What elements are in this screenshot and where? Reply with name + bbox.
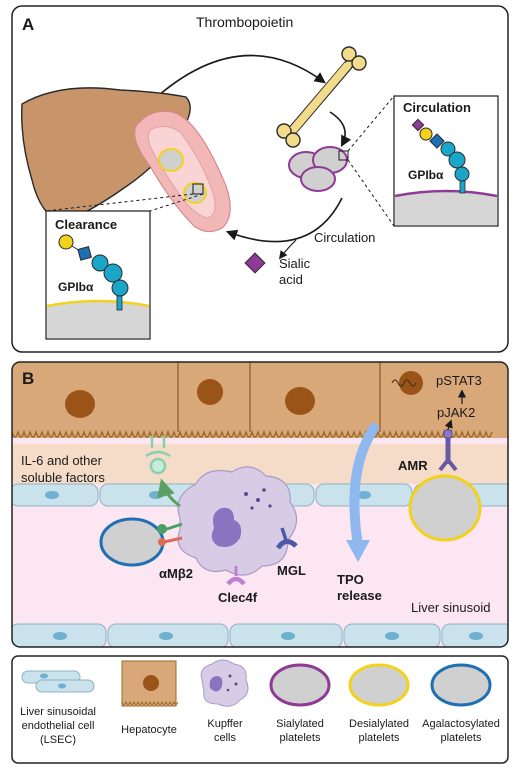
vessel-platelet	[158, 148, 184, 172]
legend-lsec-label: Liver sinusoidal	[20, 706, 96, 718]
lsec-bottom-row	[12, 623, 508, 647]
legend-kupffer-label-2: cells	[214, 732, 237, 744]
amr-receptor-icon	[438, 429, 458, 472]
sialic-acid-label-2: acid	[279, 272, 303, 287]
legend-agalactosylated-icon	[430, 663, 492, 707]
bone-icon	[276, 46, 367, 148]
legend-lsec-label-3: (LSEC)	[40, 734, 76, 746]
legend-desialylated-icon	[348, 663, 410, 707]
hepatocyte-layer	[12, 362, 508, 438]
arrow-bone-to-platelets	[329, 111, 352, 147]
galactose-icon	[419, 127, 433, 141]
desialylated-platelet	[408, 474, 482, 542]
clearance-receptor: GPIbα	[58, 280, 94, 294]
panel-b-label: B	[22, 369, 34, 388]
zoom-square-clearance	[192, 183, 204, 195]
kupffer-cell	[177, 466, 298, 576]
il6-label-2: soluble factors	[21, 470, 105, 485]
kupffer-nucleus	[211, 507, 242, 547]
mgl-label: MGL	[277, 563, 306, 578]
clec4f-label: Clec4f	[218, 590, 258, 605]
coiled-dna-icon	[391, 379, 417, 387]
legend-sialylated-label: Sialylated	[276, 718, 324, 730]
legend-desialylated-label: Desialylated	[349, 718, 409, 730]
glcnac-icon	[77, 246, 92, 261]
agalactosylated-platelet	[99, 517, 165, 567]
sialylated-platelet	[300, 166, 336, 192]
legend-sialylated-label-2: platelets	[280, 732, 321, 744]
tpo-release-label-2: release	[337, 588, 382, 603]
mgl-receptor-icon	[275, 527, 298, 550]
hepatocyte-nucleus	[197, 379, 223, 405]
tpo-release-arrow	[349, 423, 379, 550]
glcnac-icon	[429, 133, 445, 149]
panel-a-label: A	[22, 15, 34, 34]
pjak2-label: pJAK2	[437, 405, 475, 420]
galactose-icon	[58, 234, 74, 250]
hepatocyte-nucleus	[65, 390, 95, 418]
circulation-inset: Circulation GPIbα	[393, 95, 499, 227]
tpo-release-label: TPO	[337, 572, 364, 587]
circulation-receptor: GPIbα	[408, 168, 444, 182]
amb2-label: αMβ2	[159, 566, 193, 581]
legend-hepatocyte-label: Hepatocyte	[121, 724, 177, 736]
arrow-liver-to-bone	[149, 54, 326, 104]
arrow-platelets-to-liver	[225, 197, 343, 243]
sialic-acid-label: Sialic	[279, 256, 311, 271]
arrow-sialic-release	[278, 239, 297, 260]
clec4f-receptor-icon	[226, 566, 246, 586]
legend-kupffer-label: Kupffer	[207, 718, 243, 730]
zoom-square-circulation	[338, 150, 349, 161]
il6-receptor-icon	[145, 436, 171, 475]
secretion-arrow	[157, 478, 181, 508]
liver-sinusoid-label: Liver sinusoid	[411, 600, 491, 615]
circulation-title: Circulation	[403, 100, 471, 115]
legend-agalactosylated-label: Agalactosylated	[422, 718, 500, 730]
legend-agalactosylated-label-2: platelets	[441, 732, 482, 744]
circulation-label: Circulation	[314, 230, 375, 245]
panel-b-frame	[11, 361, 509, 648]
thrombopoietin-label: Thrombopoietin	[196, 14, 293, 30]
pstat3-label: pSTAT3	[436, 373, 482, 388]
microvilli	[12, 429, 493, 438]
clearance-inset: Clearance GPIbα	[45, 210, 151, 340]
legend-sialylated-icon	[269, 663, 331, 707]
amb2-receptor-icon	[157, 522, 183, 546]
legend-lsec-label-2: endothelial cell	[22, 720, 95, 732]
hepatocyte-nucleus	[399, 371, 423, 395]
sialic-acid-icon	[411, 118, 425, 132]
amr-label: AMR	[398, 458, 428, 473]
hepatocyte-nucleus	[285, 387, 315, 415]
sialic-acid-icon	[244, 252, 266, 274]
legend-desialylated-label-2: platelets	[359, 732, 400, 744]
legend-kupffer-icon	[200, 659, 249, 707]
il6-label: IL-6 and other	[21, 453, 103, 468]
clearance-title: Clearance	[55, 217, 117, 232]
